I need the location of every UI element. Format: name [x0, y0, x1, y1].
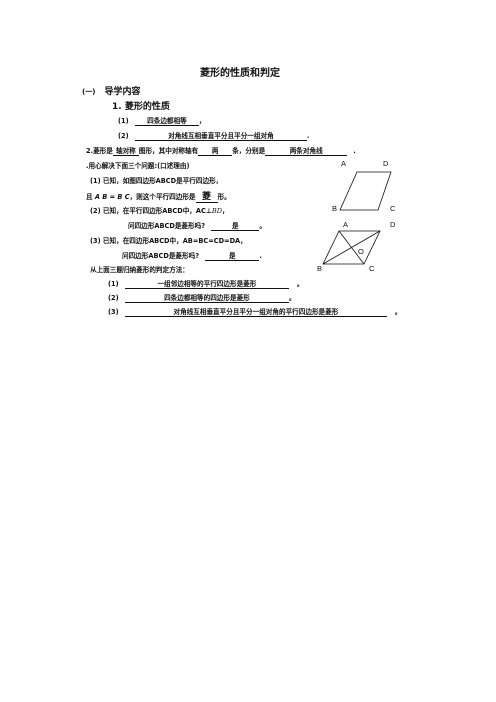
method-2-number: (2)	[108, 294, 119, 302]
question-1-prefix: 且	[86, 193, 93, 201]
page-title: 菱形的性质和判定	[200, 68, 280, 79]
question-3-question: 问四边形ABCD是菱形吗?	[122, 252, 200, 260]
property-1: (1) 四条边都相等，	[118, 118, 206, 126]
statement-2-mid: 图形，其中对称轴有	[138, 147, 199, 155]
question-2-answer: 是	[211, 223, 260, 231]
question-1-expression: A B = B C	[94, 193, 130, 201]
question-2-text: (2) 已知，在平行四边形ABCD中，AC⊥	[90, 207, 212, 215]
question-1-answer: 菱	[195, 193, 218, 203]
summary-line: 从上面三题归纳菱形的判定方法：	[90, 266, 189, 274]
figure-1-label-c: C	[390, 204, 396, 213]
property-2-answer: 对角线互相垂直平分且平分一组对角	[134, 133, 307, 141]
section-title: 导学内容	[104, 87, 141, 97]
method-1-number: (1)	[108, 280, 119, 288]
figure-2-label-c: C	[369, 264, 375, 273]
statement-2-answer-2: 两	[198, 148, 233, 156]
figure-2-label-b: B	[317, 264, 323, 273]
question-2-line-1: (2) 已知，在平行四边形ABCD中，AC⊥BD，	[90, 208, 229, 215]
question-1-line-2: 且 A B = B C，则这个平行四边形是菱形。	[86, 193, 231, 203]
property-2-end: .	[306, 132, 310, 140]
question-1-line-1: (1) 已知，如图四边形ABCD是平行四边形，	[90, 177, 223, 185]
method-2: (2) 四条边都相等的四边形是菱形。	[108, 295, 296, 303]
method-3-answer: 对角线互相垂直平分且平分一组对角的平行四边形是菱形	[124, 309, 387, 317]
question-2-question: 问四边形ABCD是菱形吗?	[128, 222, 206, 230]
method-2-end: 。	[288, 294, 296, 302]
figure-2-label-d: D	[390, 220, 396, 229]
question-3-line-2: 问四边形ABCD是菱形吗? 是.	[122, 253, 262, 261]
method-1-end: 。	[296, 280, 304, 288]
parallelogram-shape	[339, 171, 392, 211]
property-1-number: (1)	[118, 117, 129, 125]
property-2: (2) 对角线互相垂直平分且平分一组对角.	[118, 133, 309, 141]
property-2-number: (2)	[118, 132, 129, 140]
method-3-number: (3)	[108, 308, 119, 316]
figure-1-label-d: D	[383, 159, 389, 168]
statement-2: 2.菱形是轴对称图形，其中对称轴有两条，分别是两条对角线.	[86, 148, 356, 156]
property-1-answer: 四条边都相等	[134, 118, 199, 126]
method-1: (1) 一组邻边相等的平行四边形是菱形。	[108, 281, 304, 289]
question-3-line-1: (3) 已知，在四边形ABCD中，AB=BC=CD=DA，	[90, 237, 247, 245]
question-2-end: 。	[259, 222, 266, 230]
question-3-end: .	[259, 252, 262, 260]
figure-1-label-b: B	[332, 204, 338, 213]
question-2-comma: ，	[222, 207, 229, 215]
figure-2-label-a: A	[343, 220, 349, 229]
method-3-end: 。	[394, 308, 402, 316]
figure-1-label-a: A	[341, 159, 347, 168]
statement-2-answer-1: 轴对称	[112, 148, 139, 156]
method-2-answer: 四条边都相等的四边形是菱形	[124, 295, 289, 303]
question-2-line-2: 问四边形ABCD是菱形吗? 是。	[128, 223, 266, 231]
diagonal-bd	[322, 230, 381, 265]
method-1-answer: 一组邻边相等的平行四边形是菱形	[124, 281, 289, 289]
figure-2-label-o: O	[358, 247, 364, 256]
instruction-line: .用心解决下面三个问题:(口述理由)	[86, 162, 190, 170]
method-3: (3) 对角线互相垂直平分且平分一组对角的平行四边形是菱形。	[108, 309, 402, 317]
question-1-mid: ，则这个平行四边形是	[129, 193, 196, 201]
section-heading: (一) 导学内容	[82, 88, 141, 97]
section-marker: (一)	[82, 88, 96, 96]
question-1-end: 形。	[217, 193, 231, 201]
question-2-bd: BD	[211, 207, 222, 215]
statement-2-prefix: 2.菱形是	[86, 147, 113, 155]
question-3-answer: 是	[205, 253, 260, 261]
property-1-end: ，	[198, 117, 206, 125]
statement-2-mid-2: 条，分别是	[232, 147, 266, 155]
subsection-heading: 1. 菱形的性质	[112, 102, 170, 112]
statement-2-answer-3: 两条对角线	[265, 148, 348, 156]
statement-2-end: .	[353, 147, 356, 155]
